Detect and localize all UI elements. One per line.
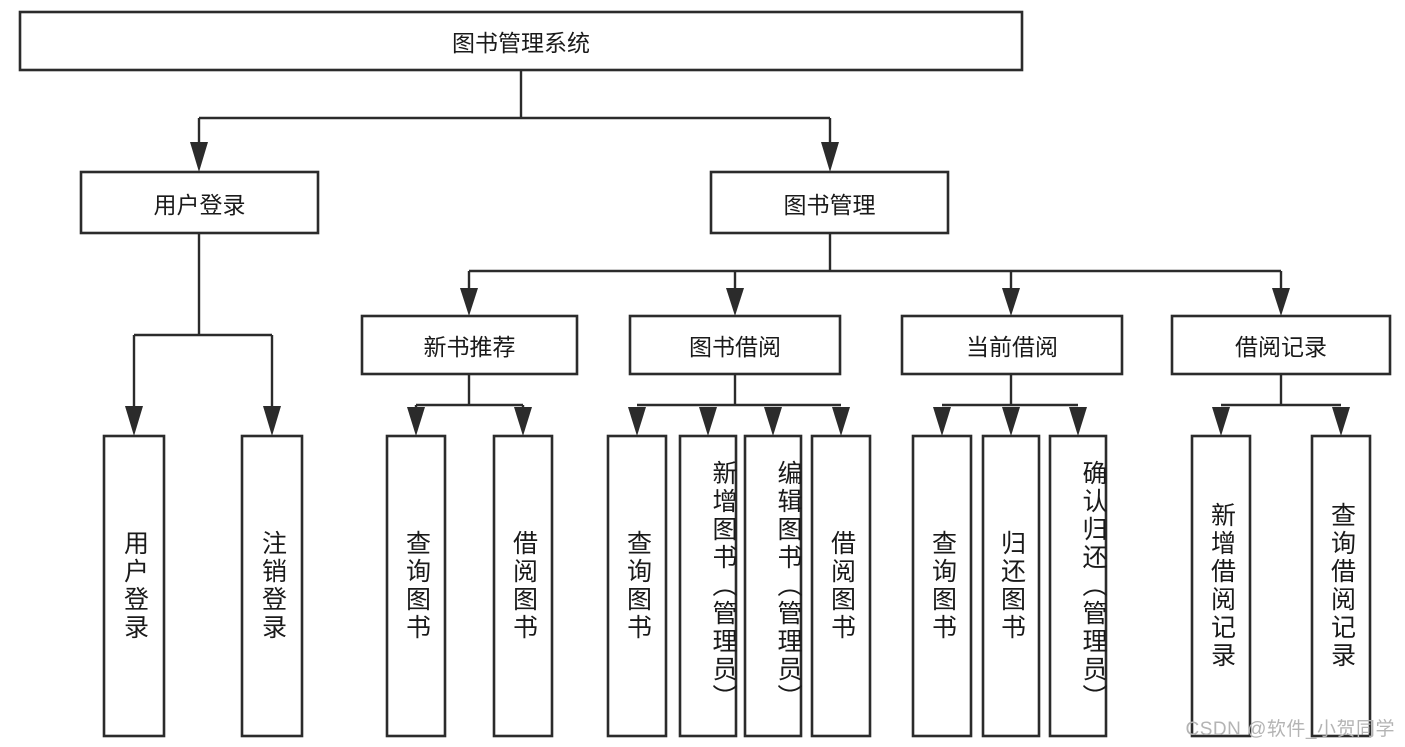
node-box-book-management[interactable] <box>709 170 950 235</box>
node-box-leaf-c3[interactable] <box>743 434 803 738</box>
node-box-leaf-c2[interactable] <box>678 434 738 738</box>
arrow-icon-leaf-a1 <box>125 406 143 436</box>
arrow-icon-leaf-a2 <box>263 406 281 436</box>
arrow-icon-leaf-d1 <box>933 407 951 436</box>
node-box-leaf-b2[interactable] <box>492 434 554 738</box>
node-box-leaf-c1[interactable] <box>606 434 668 738</box>
connector-root-to-level2 <box>190 71 839 172</box>
node-box-root[interactable] <box>18 10 1024 72</box>
connector-book-mgmt-to-level3 <box>460 233 1290 316</box>
connector-borrow-record-to-leaves <box>1212 374 1350 436</box>
node-box-leaf-a2[interactable] <box>240 434 304 738</box>
node-box-leaf-c4[interactable] <box>810 434 872 738</box>
node-box-current-borrow[interactable] <box>900 314 1124 376</box>
connector-book-borrow-to-leaves <box>628 374 850 436</box>
arrow-icon-book-mgmt <box>821 142 839 172</box>
arrow-icon-leaf-d3 <box>1069 407 1087 436</box>
arrow-icon-leaf-b1 <box>407 407 425 436</box>
arrow-icon-leaf-c4 <box>832 407 850 436</box>
connector-current-borrow-to-leaves <box>933 374 1087 436</box>
arrow-icon-leaf-c3 <box>764 407 782 436</box>
node-box-book-borrow[interactable] <box>628 314 842 376</box>
node-box-borrow-record[interactable] <box>1170 314 1392 376</box>
arrow-icon-current-borrow <box>1002 288 1020 316</box>
arrow-icon-borrow-record <box>1272 288 1290 316</box>
arrow-icon-leaf-d2 <box>1002 407 1020 436</box>
node-box-user-login[interactable] <box>79 170 320 235</box>
arrow-icon-leaf-e2 <box>1332 407 1350 436</box>
node-box-new-book-recommend[interactable] <box>360 314 579 376</box>
arrow-icon-leaf-b2 <box>514 407 532 436</box>
arrow-icon-new-book <box>460 288 478 316</box>
arrow-icon-book-borrow <box>726 288 744 316</box>
arrow-icon-leaf-e1 <box>1212 407 1230 436</box>
node-box-leaf-e2[interactable] <box>1310 434 1372 738</box>
node-box-leaf-e1[interactable] <box>1190 434 1252 738</box>
node-box-leaf-b1[interactable] <box>385 434 447 738</box>
node-box-leaf-d2[interactable] <box>981 434 1041 738</box>
node-box-leaf-a1[interactable] <box>102 434 166 738</box>
connector-user-login-to-leaves <box>125 233 281 436</box>
arrow-icon-leaf-c2 <box>699 407 717 436</box>
arrow-icon-user-login <box>190 142 208 172</box>
node-box-leaf-d3[interactable] <box>1048 434 1108 738</box>
node-box-leaf-d1[interactable] <box>911 434 973 738</box>
arrow-icon-leaf-c1 <box>628 407 646 436</box>
connector-new-book-to-leaves <box>407 374 532 436</box>
watermark-text: CSDN @软件_小贺同学 <box>1185 719 1395 740</box>
